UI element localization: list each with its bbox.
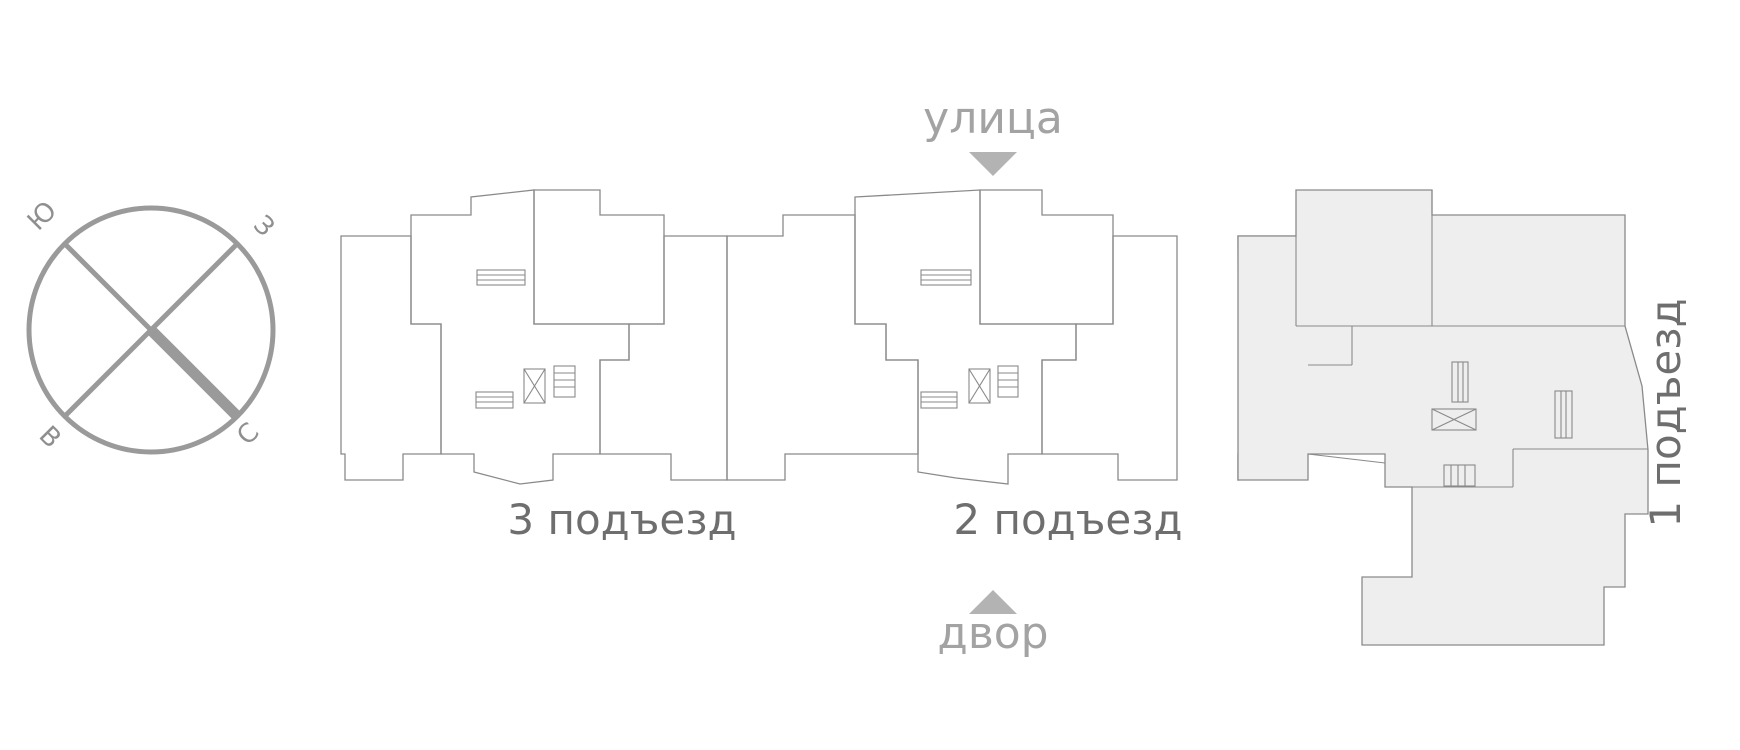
compass-line-west-east — [63, 242, 239, 418]
compass-circle — [26, 205, 276, 455]
compass-line-south-north — [63, 242, 153, 332]
compass-line-north-pointer — [147, 326, 241, 420]
entrance-1-label[interactable]: 1 подъезд — [1641, 298, 1690, 527]
yard-arrow-icon — [969, 590, 1017, 614]
entrance-3-label[interactable]: 3 подъезд — [507, 495, 736, 544]
compass-south-label: Ю — [22, 196, 63, 237]
compass-east-label: В — [33, 420, 67, 454]
compass-west-label: З — [247, 210, 280, 243]
entrance-3-block[interactable] — [340, 189, 728, 485]
entrance-2-block[interactable] — [726, 189, 1178, 485]
street-label: улица — [923, 93, 1063, 144]
yard-label: двор — [937, 608, 1048, 659]
compass: Ю З В С — [22, 196, 280, 455]
compass-north-label: С — [231, 417, 265, 451]
entrance-2-label[interactable]: 2 подъезд — [953, 495, 1182, 544]
street-arrow-icon — [969, 152, 1017, 176]
entrance-1-block[interactable] — [1237, 189, 1649, 646]
